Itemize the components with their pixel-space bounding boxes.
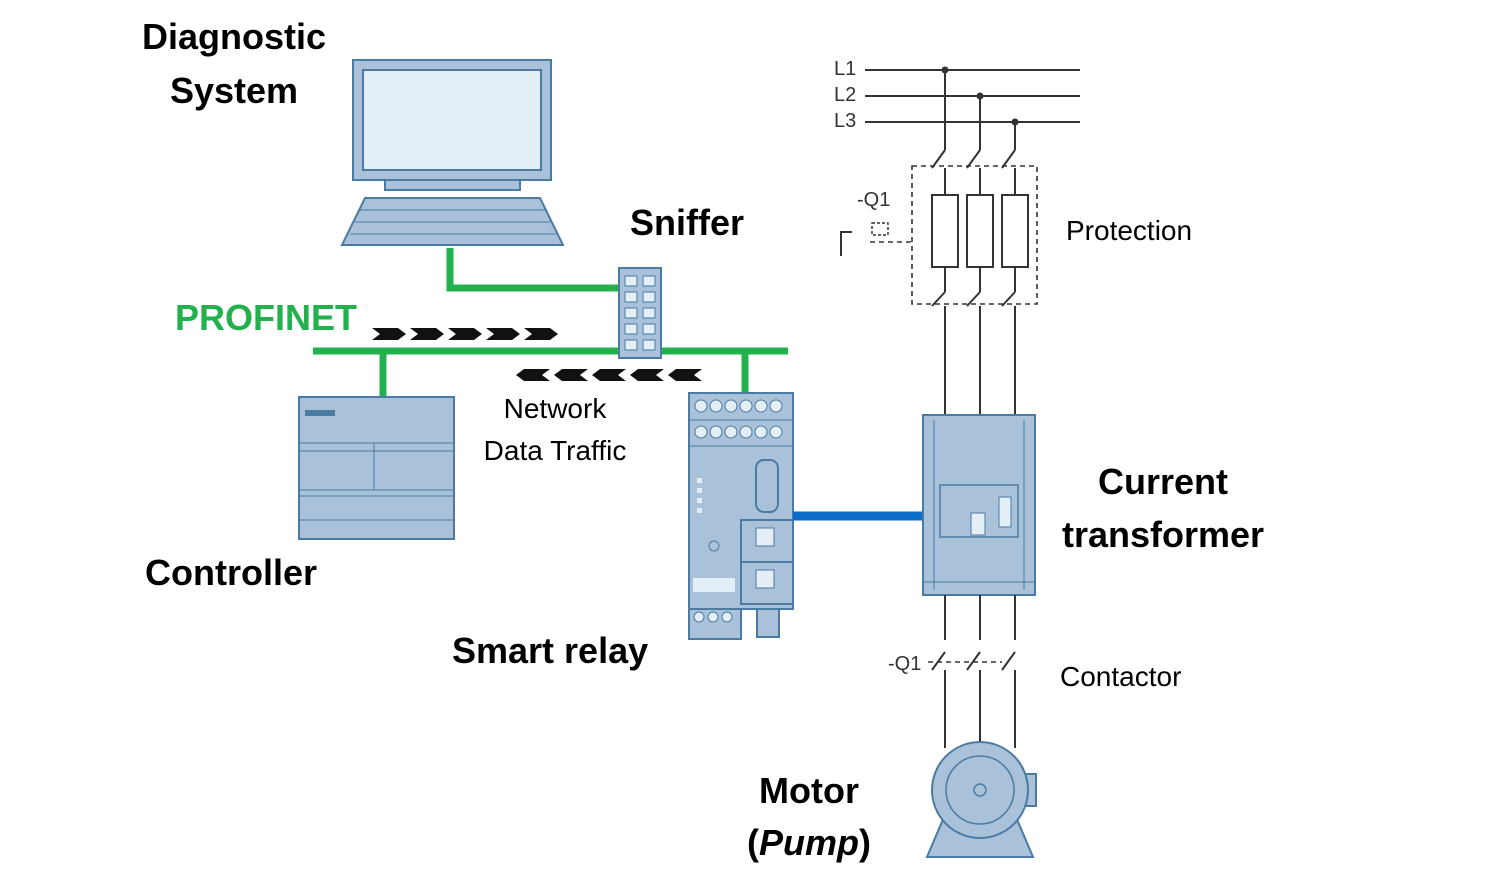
motor-paren-open: ( [746, 822, 759, 863]
diagnostic-system-label: Diagnostic System [125, 10, 343, 118]
profinet-network [313, 248, 788, 396]
phase-l1-label: L1 [834, 58, 857, 80]
network-traffic-label: Network Data Traffic [462, 388, 648, 472]
contactor-label: Contactor [1060, 661, 1182, 692]
computer-icon [340, 59, 565, 246]
motor-paren-close: ) [859, 822, 871, 863]
smart-relay-icon [688, 392, 794, 640]
motor-line2: (Pump) [718, 817, 900, 869]
sniffer-switch-icon [618, 267, 662, 359]
diagnostic-line1: Diagnostic [141, 16, 327, 57]
smart-relay-label: Smart relay [452, 630, 649, 671]
current-transformer-label: Current transformer [1040, 455, 1286, 561]
motor-pump-text: Pump [758, 822, 859, 863]
motor-label: Motor (Pump) [718, 765, 900, 869]
phase-l3-label: L3 [834, 110, 857, 132]
contactor-symbol [928, 595, 1016, 748]
network-line1: Network [503, 393, 607, 424]
network-line2: Data Traffic [483, 435, 627, 466]
protection-breaker-symbol [840, 149, 1038, 415]
controller-plc-icon [298, 396, 455, 540]
current-transformer-icon [922, 414, 1036, 596]
controller-label: Controller [145, 552, 318, 593]
q1-protection-tag: -Q1 [857, 189, 891, 211]
diagnostic-line2: System [169, 70, 299, 111]
phase-l2-label: L2 [834, 84, 857, 106]
traffic-arrows-left [516, 369, 702, 381]
motor-icon [925, 741, 1037, 858]
protection-label: Protection [1066, 215, 1193, 246]
profinet-label: PROFINET [175, 297, 358, 338]
phase-lines [865, 66, 1080, 150]
pc-link [446, 248, 620, 292]
sniffer-label: Sniffer [630, 202, 745, 243]
q1-contactor-tag: -Q1 [888, 653, 922, 675]
motor-line1: Motor [759, 770, 859, 811]
traffic-arrows-right [372, 328, 558, 340]
current-line1: Current [1097, 461, 1228, 502]
current-line2: transformer [1061, 514, 1265, 555]
